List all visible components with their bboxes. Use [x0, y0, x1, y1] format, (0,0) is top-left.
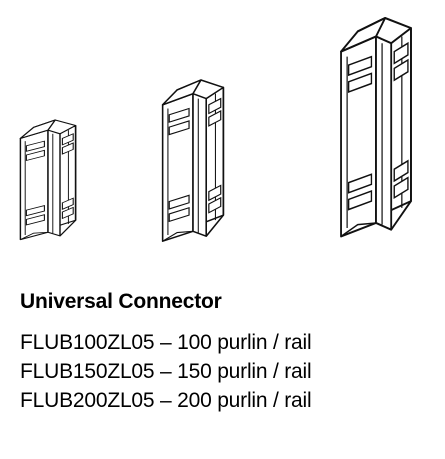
connector-200-icon [340, 16, 412, 238]
caption-title: Universal Connector [20, 290, 222, 313]
connector-illustrations-svg [19, 16, 412, 242]
product-item-200: FLUB200ZL05 – 200 purlin / rail [20, 389, 312, 412]
connector-illustrations [19, 16, 412, 242]
product-item-150: FLUB150ZL05 – 150 purlin / rail [20, 360, 312, 383]
product-caption: Universal Connector FLUB100ZL05 – 100 pu… [20, 288, 440, 415]
product-list: FLUB100ZL05 – 100 purlin / rail FLUB150Z… [20, 328, 440, 415]
connector-100-icon [19, 119, 77, 241]
product-item-100: FLUB100ZL05 – 100 purlin / rail [20, 331, 312, 354]
connector-150-icon [161, 79, 225, 242]
